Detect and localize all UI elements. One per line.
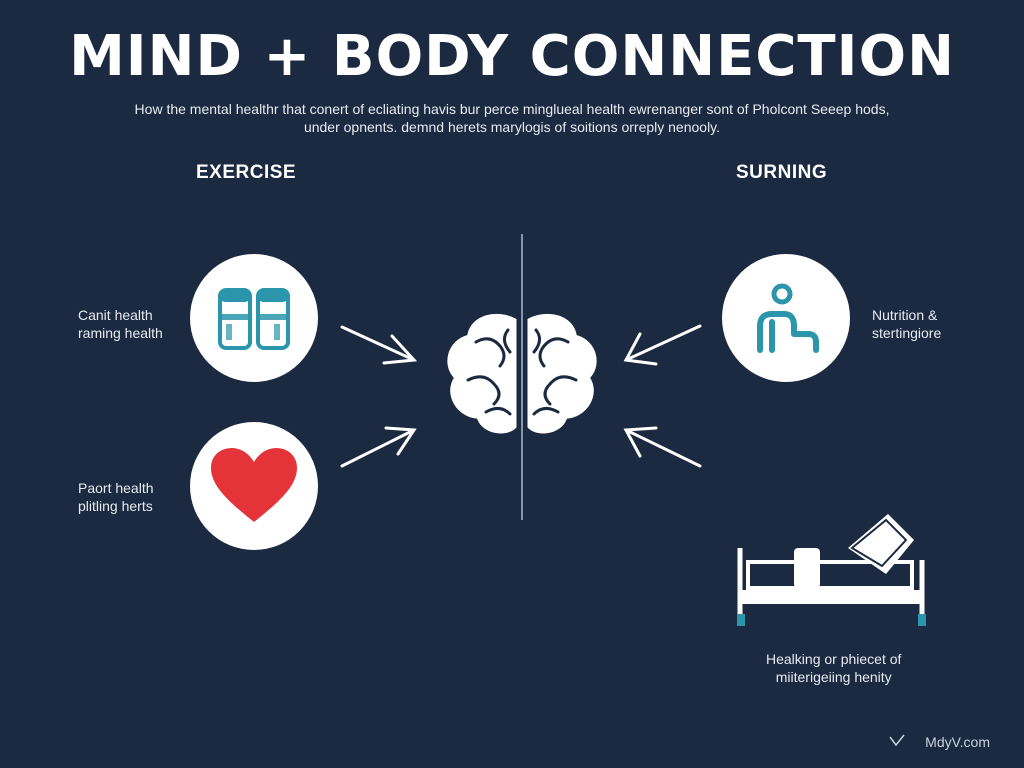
right-item-1-text: Nutrition & stertingiore xyxy=(872,307,942,341)
heart-icon xyxy=(211,448,297,522)
left-item-2-text: Paort health plitling herts xyxy=(78,480,154,514)
arrow-right-bottom xyxy=(623,426,702,468)
column-label-left: EXERCISE xyxy=(196,162,297,183)
page-title: MIND + BODY CONNECTION xyxy=(69,24,955,89)
subtitle-line-1: How the mental healthr that conert of ec… xyxy=(134,101,890,117)
subtitle: How the mental healthr that conert of ec… xyxy=(60,100,964,136)
person-icon-circle xyxy=(722,254,850,382)
person-icon xyxy=(757,283,819,353)
hospital-bed-icon xyxy=(737,514,926,626)
brain-icon xyxy=(444,310,600,437)
column-label-right: SURNING xyxy=(736,162,828,183)
watermark: MdyV.com xyxy=(925,734,990,750)
heart-icon-circle xyxy=(190,422,318,550)
drink-cups-icon xyxy=(218,288,290,350)
drink-cups-icon-circle xyxy=(190,254,318,382)
subtitle-line-2: under opnents. demnd herets marylogis of… xyxy=(303,119,721,135)
right-item-2-text: Healking or phiecet of miiterigeiing hen… xyxy=(766,651,902,685)
watermark-icon xyxy=(889,734,905,747)
arrow-left-bottom xyxy=(340,426,417,468)
arrow-left-top xyxy=(340,325,418,365)
left-item-1-text: Canit health raming health xyxy=(78,307,163,341)
arrow-right-top xyxy=(623,324,702,366)
